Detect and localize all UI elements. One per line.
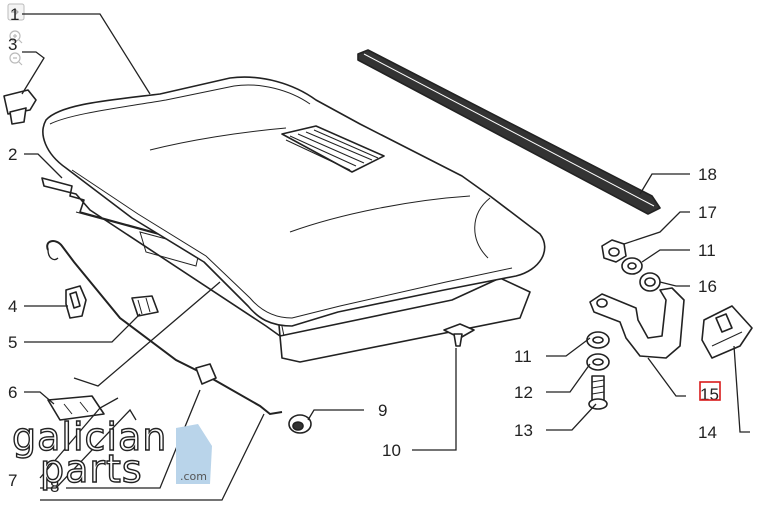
- label-6: 6: [8, 383, 17, 402]
- label-10: 10: [382, 441, 401, 460]
- galicianparts-watermark: galician parts .com: [11, 414, 212, 492]
- watermark-accent-shape: [176, 424, 212, 484]
- label-14: 14: [698, 423, 717, 442]
- part-11-washer-lower: [586, 331, 610, 349]
- zoom-in-icon[interactable]: [9, 30, 23, 44]
- export-icon[interactable]: [7, 3, 25, 21]
- part-10-striker: [443, 323, 475, 347]
- callout-labels: 1 2 3 4 5 6 7 8 9 10 11 11 12 13 14 15 1…: [8, 5, 721, 496]
- hood-vent-grille: [281, 125, 385, 173]
- label-15[interactable]: 15: [700, 385, 719, 404]
- part-14-hinge-bracket: [701, 305, 753, 359]
- zoom-toolbar[interactable]: [7, 3, 25, 66]
- leader-lines: [21, 13, 750, 501]
- watermark-line-2: parts: [40, 447, 143, 491]
- watermark-suffix: .com: [180, 470, 207, 483]
- label-18: 18: [698, 165, 717, 184]
- part-15-hinge: [589, 287, 685, 359]
- label-11-lower: 11: [514, 347, 532, 366]
- label-11-upper: 11: [698, 241, 716, 260]
- part-3-bump-stop: [3, 89, 37, 125]
- label-3: 3: [8, 35, 17, 54]
- label-17: 17: [698, 203, 717, 222]
- label-13: 13: [514, 421, 533, 440]
- label-9: 9: [378, 401, 387, 420]
- label-2: 2: [8, 145, 17, 164]
- part-4-hook: [65, 285, 87, 319]
- label-15-highlight-box: [699, 381, 721, 401]
- label-5: 5: [8, 333, 17, 352]
- label-1: 1: [10, 5, 19, 24]
- part-8-grommet: [195, 363, 217, 385]
- zoom-out-icon[interactable]: [9, 52, 23, 66]
- part-17-nut: [601, 239, 627, 263]
- part-13-bolt: [588, 375, 608, 410]
- part-6-cable-clip: [47, 395, 105, 421]
- part-18-seal-strip: [357, 49, 661, 215]
- part-9-grommet: [288, 414, 312, 434]
- part-11-washer-upper: [621, 257, 643, 275]
- label-8: 8: [50, 477, 59, 496]
- label-12: 12: [514, 383, 533, 402]
- label-16: 16: [698, 277, 717, 296]
- part-5-clip: [131, 295, 159, 317]
- part-12-lock-washer: [586, 353, 610, 371]
- part-1-hood: [42, 76, 546, 327]
- label-4: 4: [8, 297, 17, 316]
- part-16-washer: [639, 272, 661, 292]
- watermark-line-1: galician: [12, 415, 167, 459]
- label-7: 7: [8, 471, 17, 490]
